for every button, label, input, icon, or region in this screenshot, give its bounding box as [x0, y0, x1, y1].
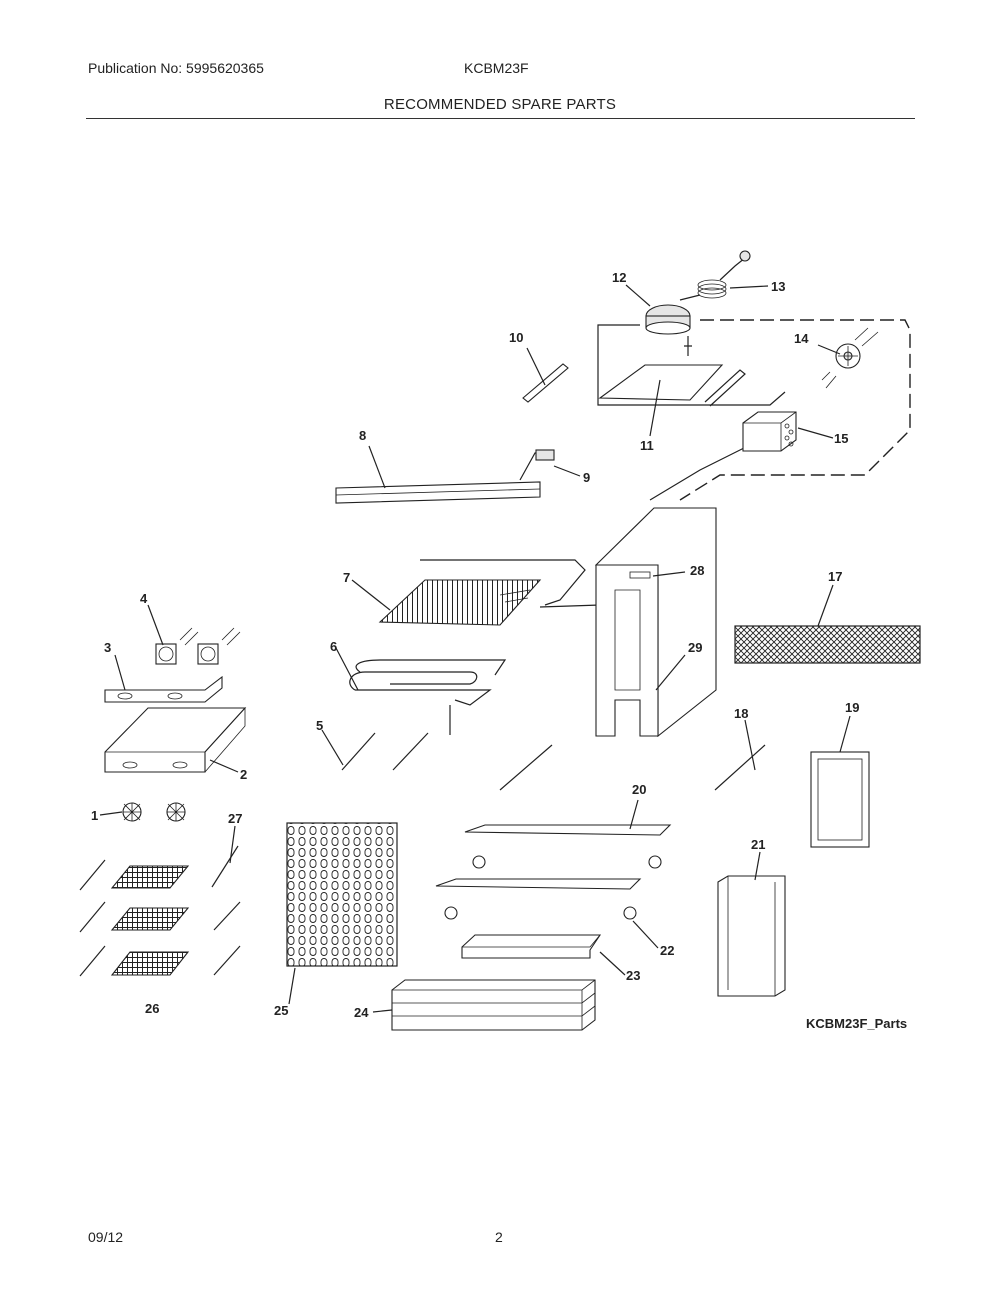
casters	[444, 855, 662, 920]
door-gasket	[810, 751, 870, 848]
front-rail	[335, 452, 541, 504]
callout-14: 14	[794, 331, 809, 346]
front-grille	[734, 625, 921, 664]
drawer-slides	[435, 744, 766, 890]
drain-channel	[522, 363, 569, 403]
callout-19: 19	[845, 700, 859, 715]
callout-9: 9	[583, 470, 590, 485]
callout-27: 27	[228, 811, 242, 826]
callout-25: 25	[274, 1003, 288, 1018]
evaporator-pan	[104, 706, 247, 773]
callout-11: 11	[640, 438, 654, 453]
door	[717, 875, 786, 997]
callout-15: 15	[834, 431, 848, 446]
callout-24: 24	[354, 1005, 369, 1020]
wire-shelves	[110, 865, 190, 976]
control-box	[742, 411, 797, 452]
evaporator-fan-left	[155, 627, 199, 665]
compressor	[645, 304, 692, 356]
callout-6: 6	[330, 639, 337, 654]
shelf-rod-left	[341, 732, 376, 771]
fan-cover	[104, 675, 223, 703]
callout-18: 18	[734, 706, 748, 721]
cabinet-frame	[594, 507, 717, 738]
drawer-tray	[461, 934, 602, 959]
callout-4: 4	[140, 591, 148, 606]
callout-29: 29	[688, 640, 702, 655]
condenser-fan	[821, 327, 879, 389]
callout-23: 23	[626, 968, 640, 983]
model-number: KCBM23F	[464, 60, 529, 76]
capillary-tube	[679, 250, 751, 301]
callout-12: 12	[612, 270, 626, 285]
fan-guard-right	[166, 802, 186, 822]
callout-20: 20	[632, 782, 646, 797]
callout-28: 28	[690, 563, 704, 578]
callout-1: 1	[91, 808, 98, 823]
callout-3: 3	[104, 640, 111, 655]
thermostat	[535, 449, 555, 461]
callout-13: 13	[771, 279, 785, 294]
callout-21: 21	[751, 837, 765, 852]
perforated-back-panel	[286, 822, 398, 967]
callout-10: 10	[509, 330, 523, 345]
evaporator-fan-right	[197, 627, 241, 665]
header-divider	[86, 118, 915, 119]
fan-guard-left	[122, 802, 142, 822]
page-title: RECOMMENDED SPARE PARTS	[383, 96, 617, 113]
callout-7: 7	[343, 570, 350, 585]
callout-leaders	[99, 284, 851, 1013]
evaporator	[378, 579, 542, 626]
condenser-plate	[598, 364, 746, 407]
drawer-front	[391, 979, 596, 1031]
callout-8: 8	[359, 428, 366, 443]
callout-26: 26	[145, 1001, 159, 1016]
heater-wire	[349, 659, 507, 735]
callout-2: 2	[240, 767, 247, 782]
callout-5: 5	[316, 718, 323, 733]
publication-number: Publication No: 5995620365	[88, 60, 264, 76]
callout-17: 17	[828, 569, 842, 584]
page-number: 2	[495, 1229, 503, 1245]
diagram-reference: KCBM23F_Parts	[806, 1016, 907, 1031]
shelf-supports	[79, 845, 241, 977]
callout-22: 22	[660, 943, 674, 958]
footer-date: 09/12	[88, 1229, 124, 1245]
shelf-rod-right	[392, 732, 429, 771]
